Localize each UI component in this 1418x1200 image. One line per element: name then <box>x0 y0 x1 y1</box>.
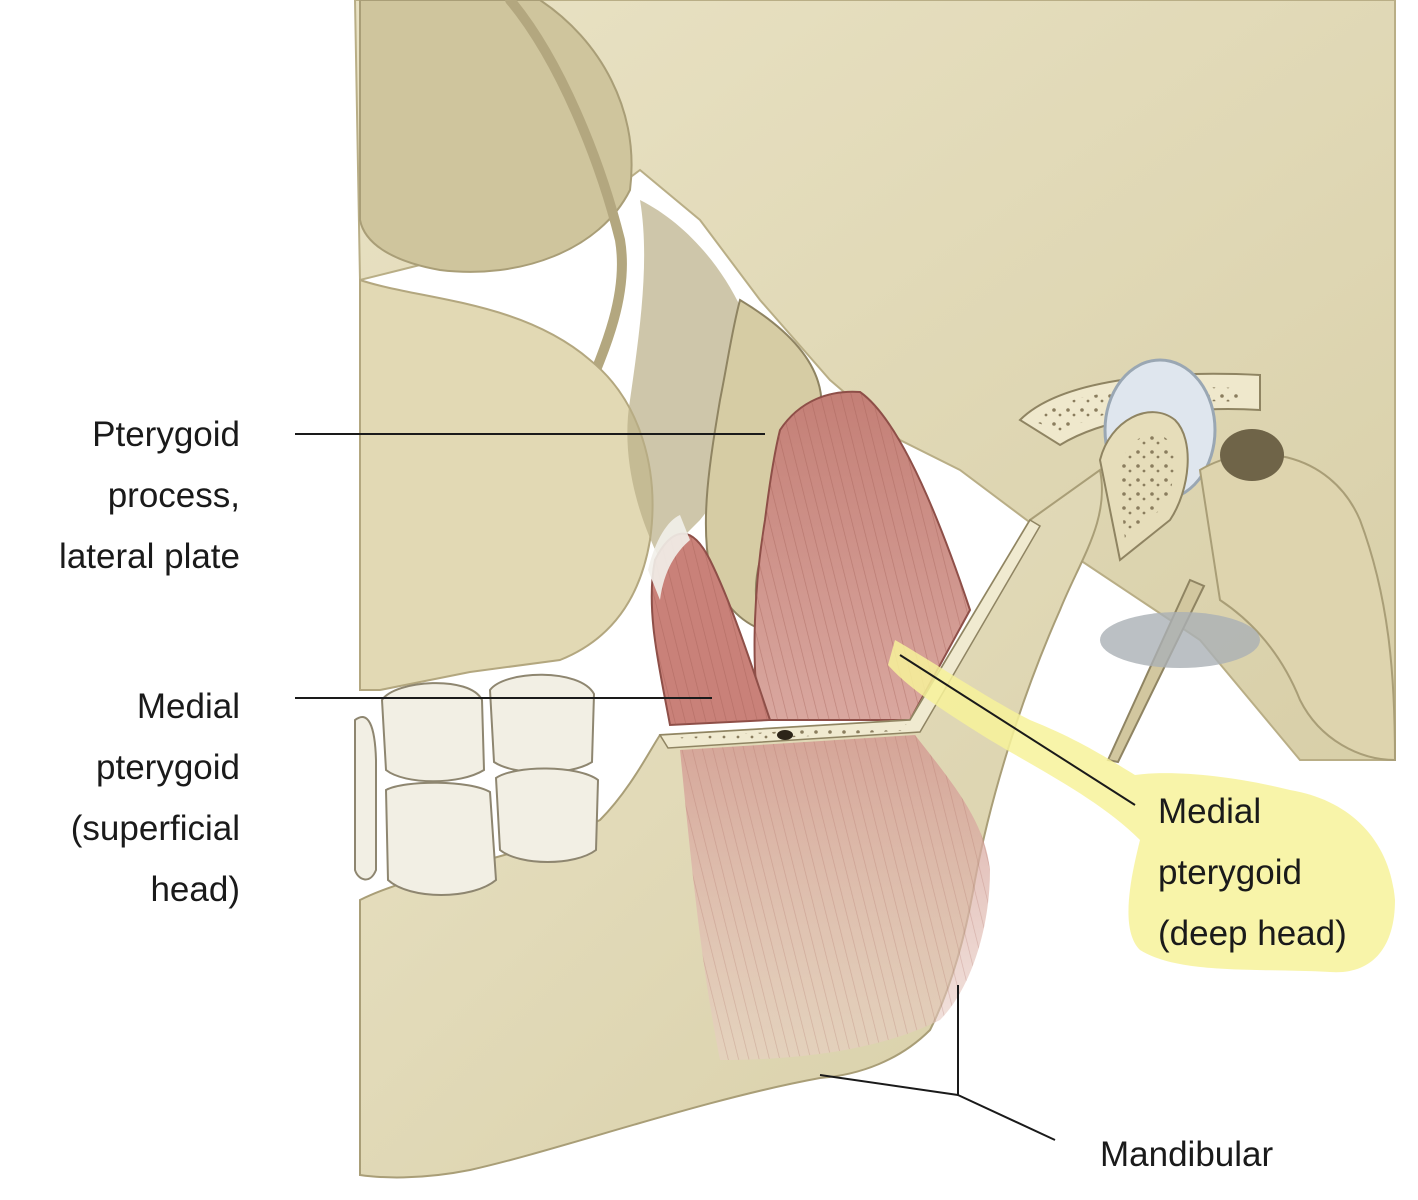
medial-pterygoid-deep-fibers <box>754 391 970 720</box>
label-medial-pterygoid-superficial-head: Medial pterygoid (superficial head) <box>70 687 240 909</box>
leader-mandibular <box>957 985 1056 1141</box>
orbit-cavity <box>359 0 633 273</box>
label-highlight <box>888 640 1395 973</box>
label-pterygoid-process-lateral-plate: Pterygoid process, lateral plate <box>59 415 240 576</box>
lower-molar-1 <box>384 781 498 896</box>
molar-teeth <box>354 673 600 896</box>
condyle-spongy-bone <box>1118 433 1175 540</box>
leader-medial-deep <box>899 654 1136 806</box>
pterygoid-tendon <box>648 515 690 600</box>
lower-molar-2 <box>494 767 600 863</box>
occipital-condyle <box>1100 612 1260 668</box>
leader-lines <box>295 433 1136 1141</box>
upper-molar-1 <box>380 682 486 783</box>
mandible-cut-surface <box>658 518 1042 749</box>
leader-mandibular-branch <box>819 1074 959 1096</box>
mandible-cut-spongy <box>672 724 914 744</box>
mastoid-process <box>1198 453 1397 762</box>
medial-pterygoid-superficial-fibers <box>651 533 770 725</box>
premolar-partial <box>354 715 377 881</box>
mandibular-foramen <box>777 730 793 740</box>
external-acoustic-meatus <box>1220 429 1284 481</box>
medial-pterygoid-insertion-fibers <box>680 735 990 1060</box>
upper-molar-2 <box>488 673 596 774</box>
label-medial-pterygoid-deep-head: Medial pterygoid (deep head) <box>1158 792 1347 953</box>
label-mandibular: Mandibular <box>1100 1135 1274 1174</box>
